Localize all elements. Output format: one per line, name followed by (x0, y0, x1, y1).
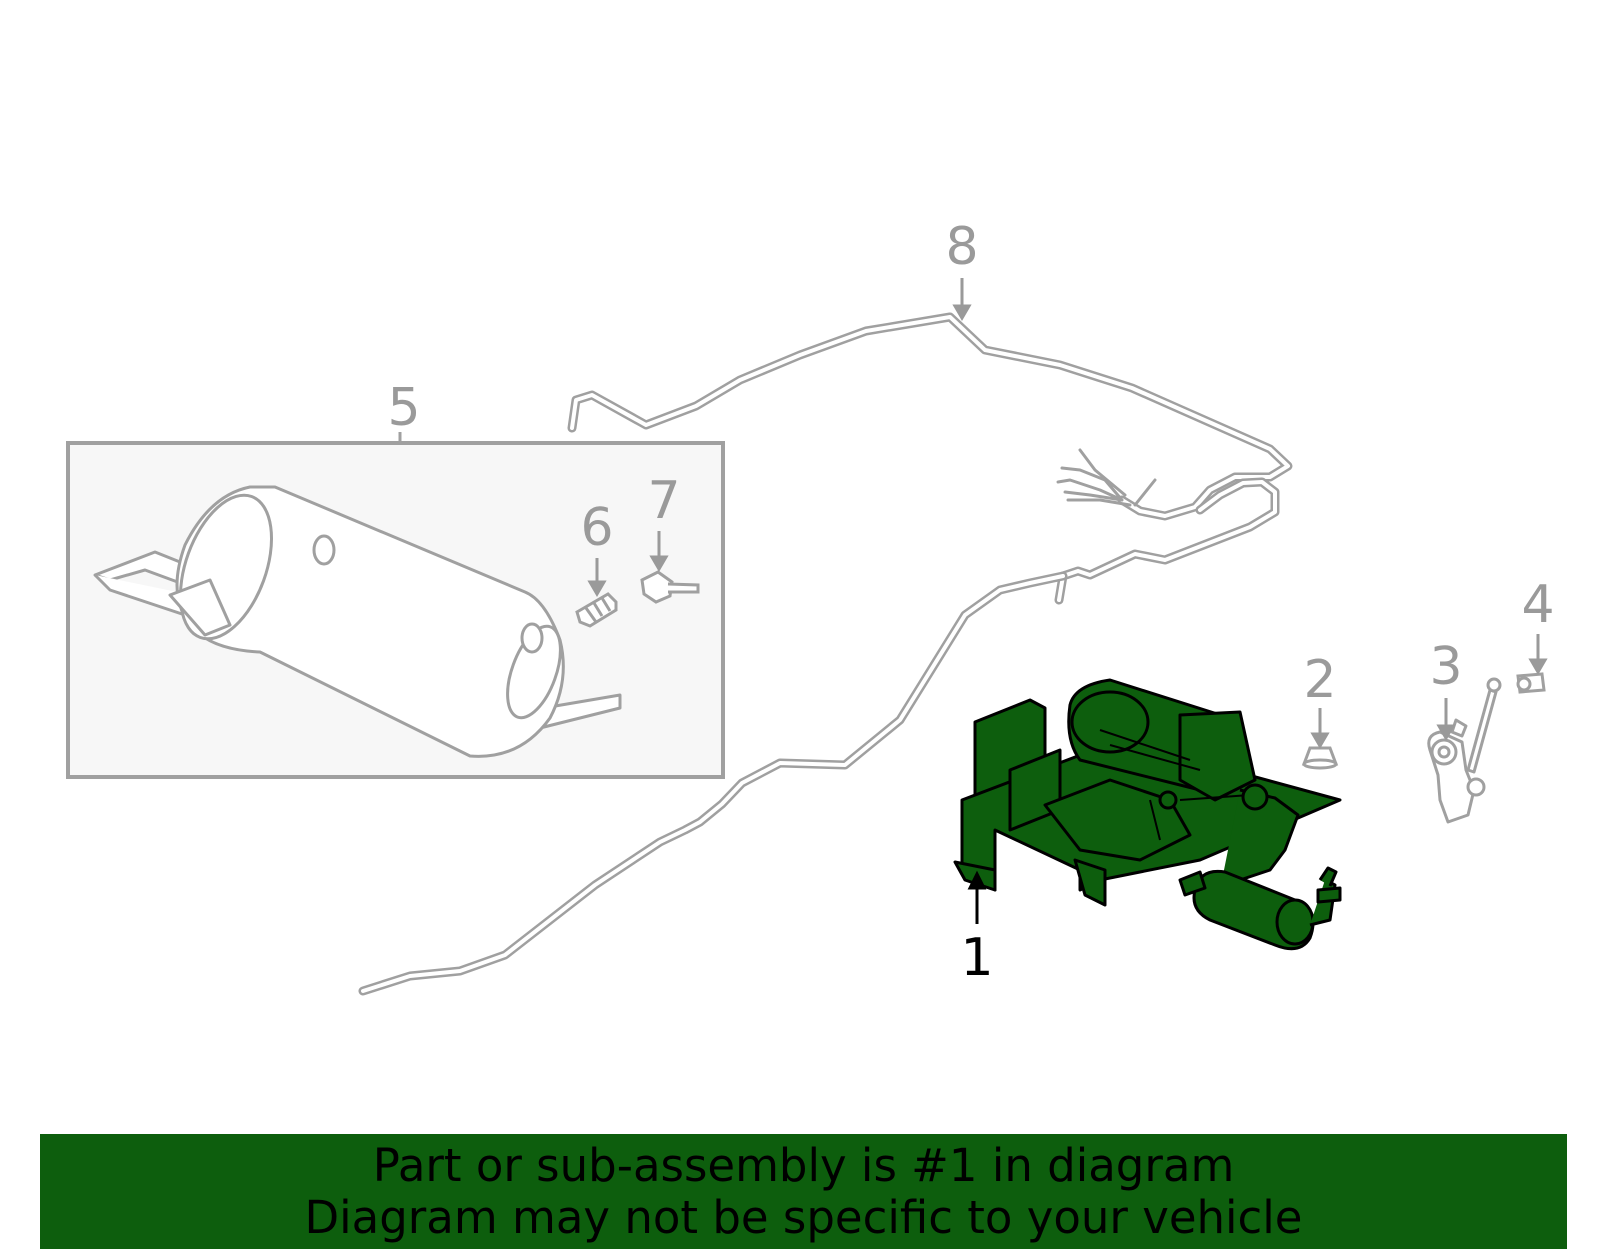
callout-labels: 1 2 3 4 5 6 7 8 (387, 217, 1554, 988)
info-banner: Part or sub-assembly is #1 in diagram Di… (40, 1134, 1567, 1249)
air-line-tube (358, 312, 1293, 996)
callout-4: 4 (1521, 575, 1554, 635)
fitting-part-6 (575, 592, 618, 628)
reservoir-tank-illustration (93, 485, 622, 758)
callout-7: 7 (647, 471, 680, 531)
banner-line-1: Part or sub-assembly is #1 in diagram (372, 1138, 1235, 1192)
reservoir-tank-box (66, 432, 725, 779)
callout-2: 2 (1303, 650, 1336, 710)
callout-6: 6 (580, 498, 613, 558)
clip-part-4 (1516, 672, 1546, 694)
callout-8: 8 (945, 217, 978, 277)
compressor-assembly-part-1 (953, 678, 1342, 951)
height-sensor-part-3 (1427, 677, 1502, 824)
callout-3: 3 (1429, 637, 1462, 697)
callout-5: 5 (387, 378, 420, 438)
connector-part-7 (640, 570, 700, 604)
cap-part-2 (1301, 746, 1339, 770)
callout-1: 1 (960, 928, 993, 988)
leader-arrows (587, 278, 1548, 924)
banner-line-2: Diagram may not be specific to your vehi… (304, 1190, 1303, 1244)
